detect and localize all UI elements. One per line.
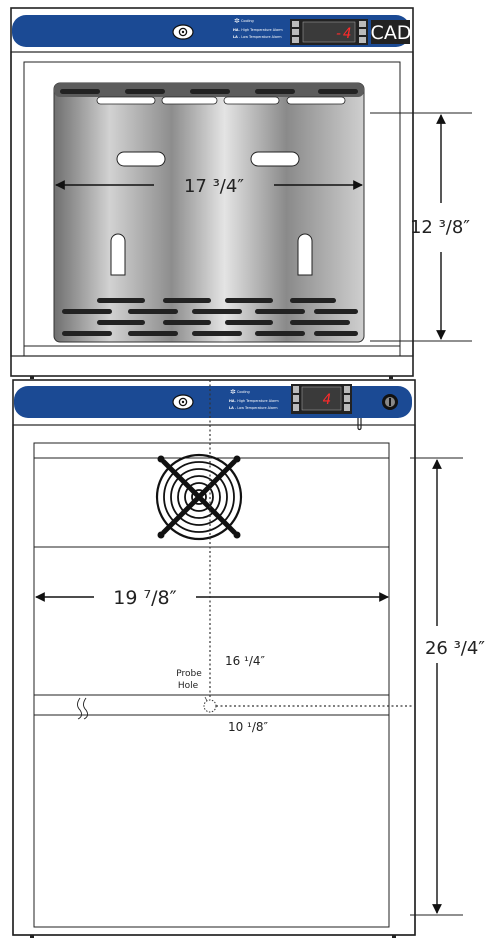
lower-power-button-icon[interactable]: [172, 394, 194, 410]
lower-width-label: 19 ⁷/8″: [113, 587, 176, 609]
upper-foot-left: [30, 376, 34, 379]
lower-foot-left: [30, 935, 34, 938]
mount-slot-right: [297, 233, 313, 276]
lower-legend-la-text: - Low Temperature Alarm: [235, 406, 278, 410]
probe-leader: [204, 696, 208, 702]
lock-icon[interactable]: [382, 394, 398, 410]
handle-slot-left: [116, 151, 166, 167]
upper-legend: ✲ Cooling HA - High Temperature Alarm LA…: [233, 17, 283, 39]
brand-badge: [371, 20, 410, 44]
legend-cooling: Cooling: [241, 19, 254, 23]
lower-door-inner: [33, 442, 390, 928]
lower-control-panel: [14, 386, 412, 418]
lower-legend-ha-text: - High Temperature Alarm: [235, 399, 279, 403]
legend-ha: HA: [233, 28, 239, 32]
thermostat-key-3[interactable]: [292, 37, 299, 43]
handle-slot-right: [250, 151, 300, 167]
legend-la-text: - Low Temperature Alarm: [239, 35, 282, 39]
upper-display-value: -4: [335, 26, 352, 42]
lower-legend-la: LA: [229, 406, 234, 410]
lower-key-4[interactable]: [344, 386, 350, 393]
lower-display-screen: [301, 386, 342, 411]
upper-base-trim: [23, 345, 401, 357]
lower-key-6[interactable]: [344, 404, 350, 411]
lower-cabinet: [12, 379, 416, 936]
lower-legend-ha: HA: [229, 399, 235, 403]
fan-grille-icon: [155, 453, 243, 541]
lower-display-value: 4: [323, 392, 331, 408]
lower-thermostat: 4: [291, 384, 352, 414]
probe-vertical-label: 16 ¹/4″: [225, 654, 266, 668]
snowflake-icon: ✲: [234, 17, 240, 25]
upper-thermostat: -4: [290, 19, 368, 45]
lower-key-3[interactable]: [293, 404, 299, 411]
mount-slot-left: [110, 233, 126, 276]
lower-foot-right: [392, 935, 396, 938]
upper-foot-right: [389, 376, 393, 379]
upper-display-screen: [302, 21, 356, 43]
legend-la: LA: [233, 35, 238, 39]
lower-door-frame: [12, 424, 416, 936]
lower-legend: ✲ Cooling HA - High Temperature Alarm LA…: [229, 388, 279, 410]
legend-ha-text: - High Temperature Alarm: [239, 28, 283, 32]
upper-height-label: 12 ³/8″: [410, 217, 470, 238]
door-latch: [357, 418, 362, 431]
upper-steel-panel: [53, 82, 365, 343]
probe-label-line1: Probe: [176, 669, 202, 679]
lower-height-label: 26 ³/4″: [425, 638, 485, 659]
lower-key-2[interactable]: [293, 395, 299, 402]
shelf-break-mark-1: [77, 697, 83, 720]
thermostat-key-1[interactable]: [292, 21, 299, 27]
thermostat-key-6[interactable]: [359, 37, 366, 43]
upper-vent-white-slots: [96, 96, 346, 105]
upper-vent-top: [60, 89, 358, 94]
thermostat-key-2[interactable]: [292, 29, 299, 35]
probe-horizontal-label: 10 ¹/8″: [228, 720, 269, 734]
thermostat-key-4[interactable]: [359, 21, 366, 27]
lower-snowflake-icon: ✲: [230, 388, 236, 396]
shelf-break-mark-2: [83, 697, 89, 720]
probe-label-line2: Hole: [178, 681, 199, 691]
lower-legend-cooling: Cooling: [237, 390, 250, 394]
lower-key-5[interactable]: [344, 395, 350, 402]
probe-hole: [203, 699, 217, 713]
lower-unit: ✲ Cooling HA - High Temperature Alarm LA…: [12, 379, 485, 938]
upper-width-label: 17 ³/4″: [184, 176, 244, 197]
upper-unit: CAD ✲ Cooling HA - High Temperature Alar…: [10, 7, 472, 379]
probe-hole-guides: Probe Hole 16 ¹/4″ 10 ¹/8″: [176, 380, 414, 734]
upper-vent-bottom: [62, 298, 358, 336]
power-button-icon[interactable]: [172, 24, 194, 40]
shelf: [33, 694, 390, 716]
brand-logo: CAD: [371, 22, 412, 44]
thermostat-key-5[interactable]: [359, 29, 366, 35]
lower-key-1[interactable]: [293, 386, 299, 393]
